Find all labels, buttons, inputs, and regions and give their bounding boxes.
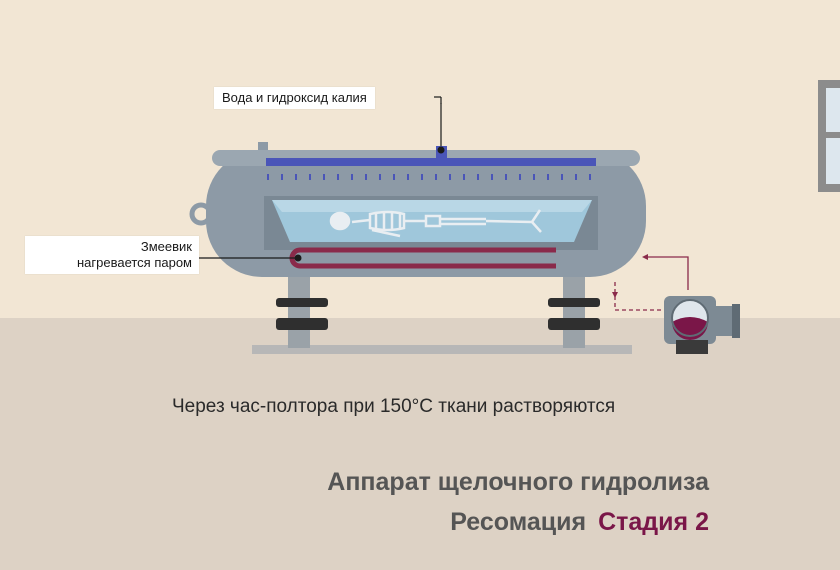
pump-unit — [664, 296, 740, 354]
apparatus-title: Аппарат щелочного гидролиза — [327, 468, 709, 496]
support-leg-right — [548, 268, 600, 348]
stage-label: Стадия 2 — [598, 508, 709, 536]
process-caption: Через час-полтора при 150°C ткани раство… — [172, 396, 616, 417]
steam-line — [612, 254, 689, 311]
support-leg-left — [276, 268, 328, 348]
skeleton-figure — [329, 209, 542, 238]
steam-coil-callout: Змеевик нагревается паром — [25, 236, 199, 274]
window-frame — [818, 80, 840, 192]
process-name: Ресомация — [450, 508, 587, 536]
water-supply-pipe — [266, 96, 596, 166]
steam-coil-label-line1: Змеевик — [140, 239, 192, 254]
water-koh-label: Вода и гидроксид калия — [222, 90, 367, 105]
water-koh-callout: Вода и гидроксид калия — [214, 87, 375, 109]
steam-coil-label-line2: нагревается паром — [76, 255, 192, 270]
inner-chamber — [264, 196, 598, 250]
steam-coil — [194, 247, 556, 269]
floor-background — [0, 318, 840, 570]
base-rail — [252, 345, 632, 354]
water-spray-nozzles — [267, 174, 591, 180]
stage-heading: Ресомация Стадия 2 — [450, 508, 709, 537]
